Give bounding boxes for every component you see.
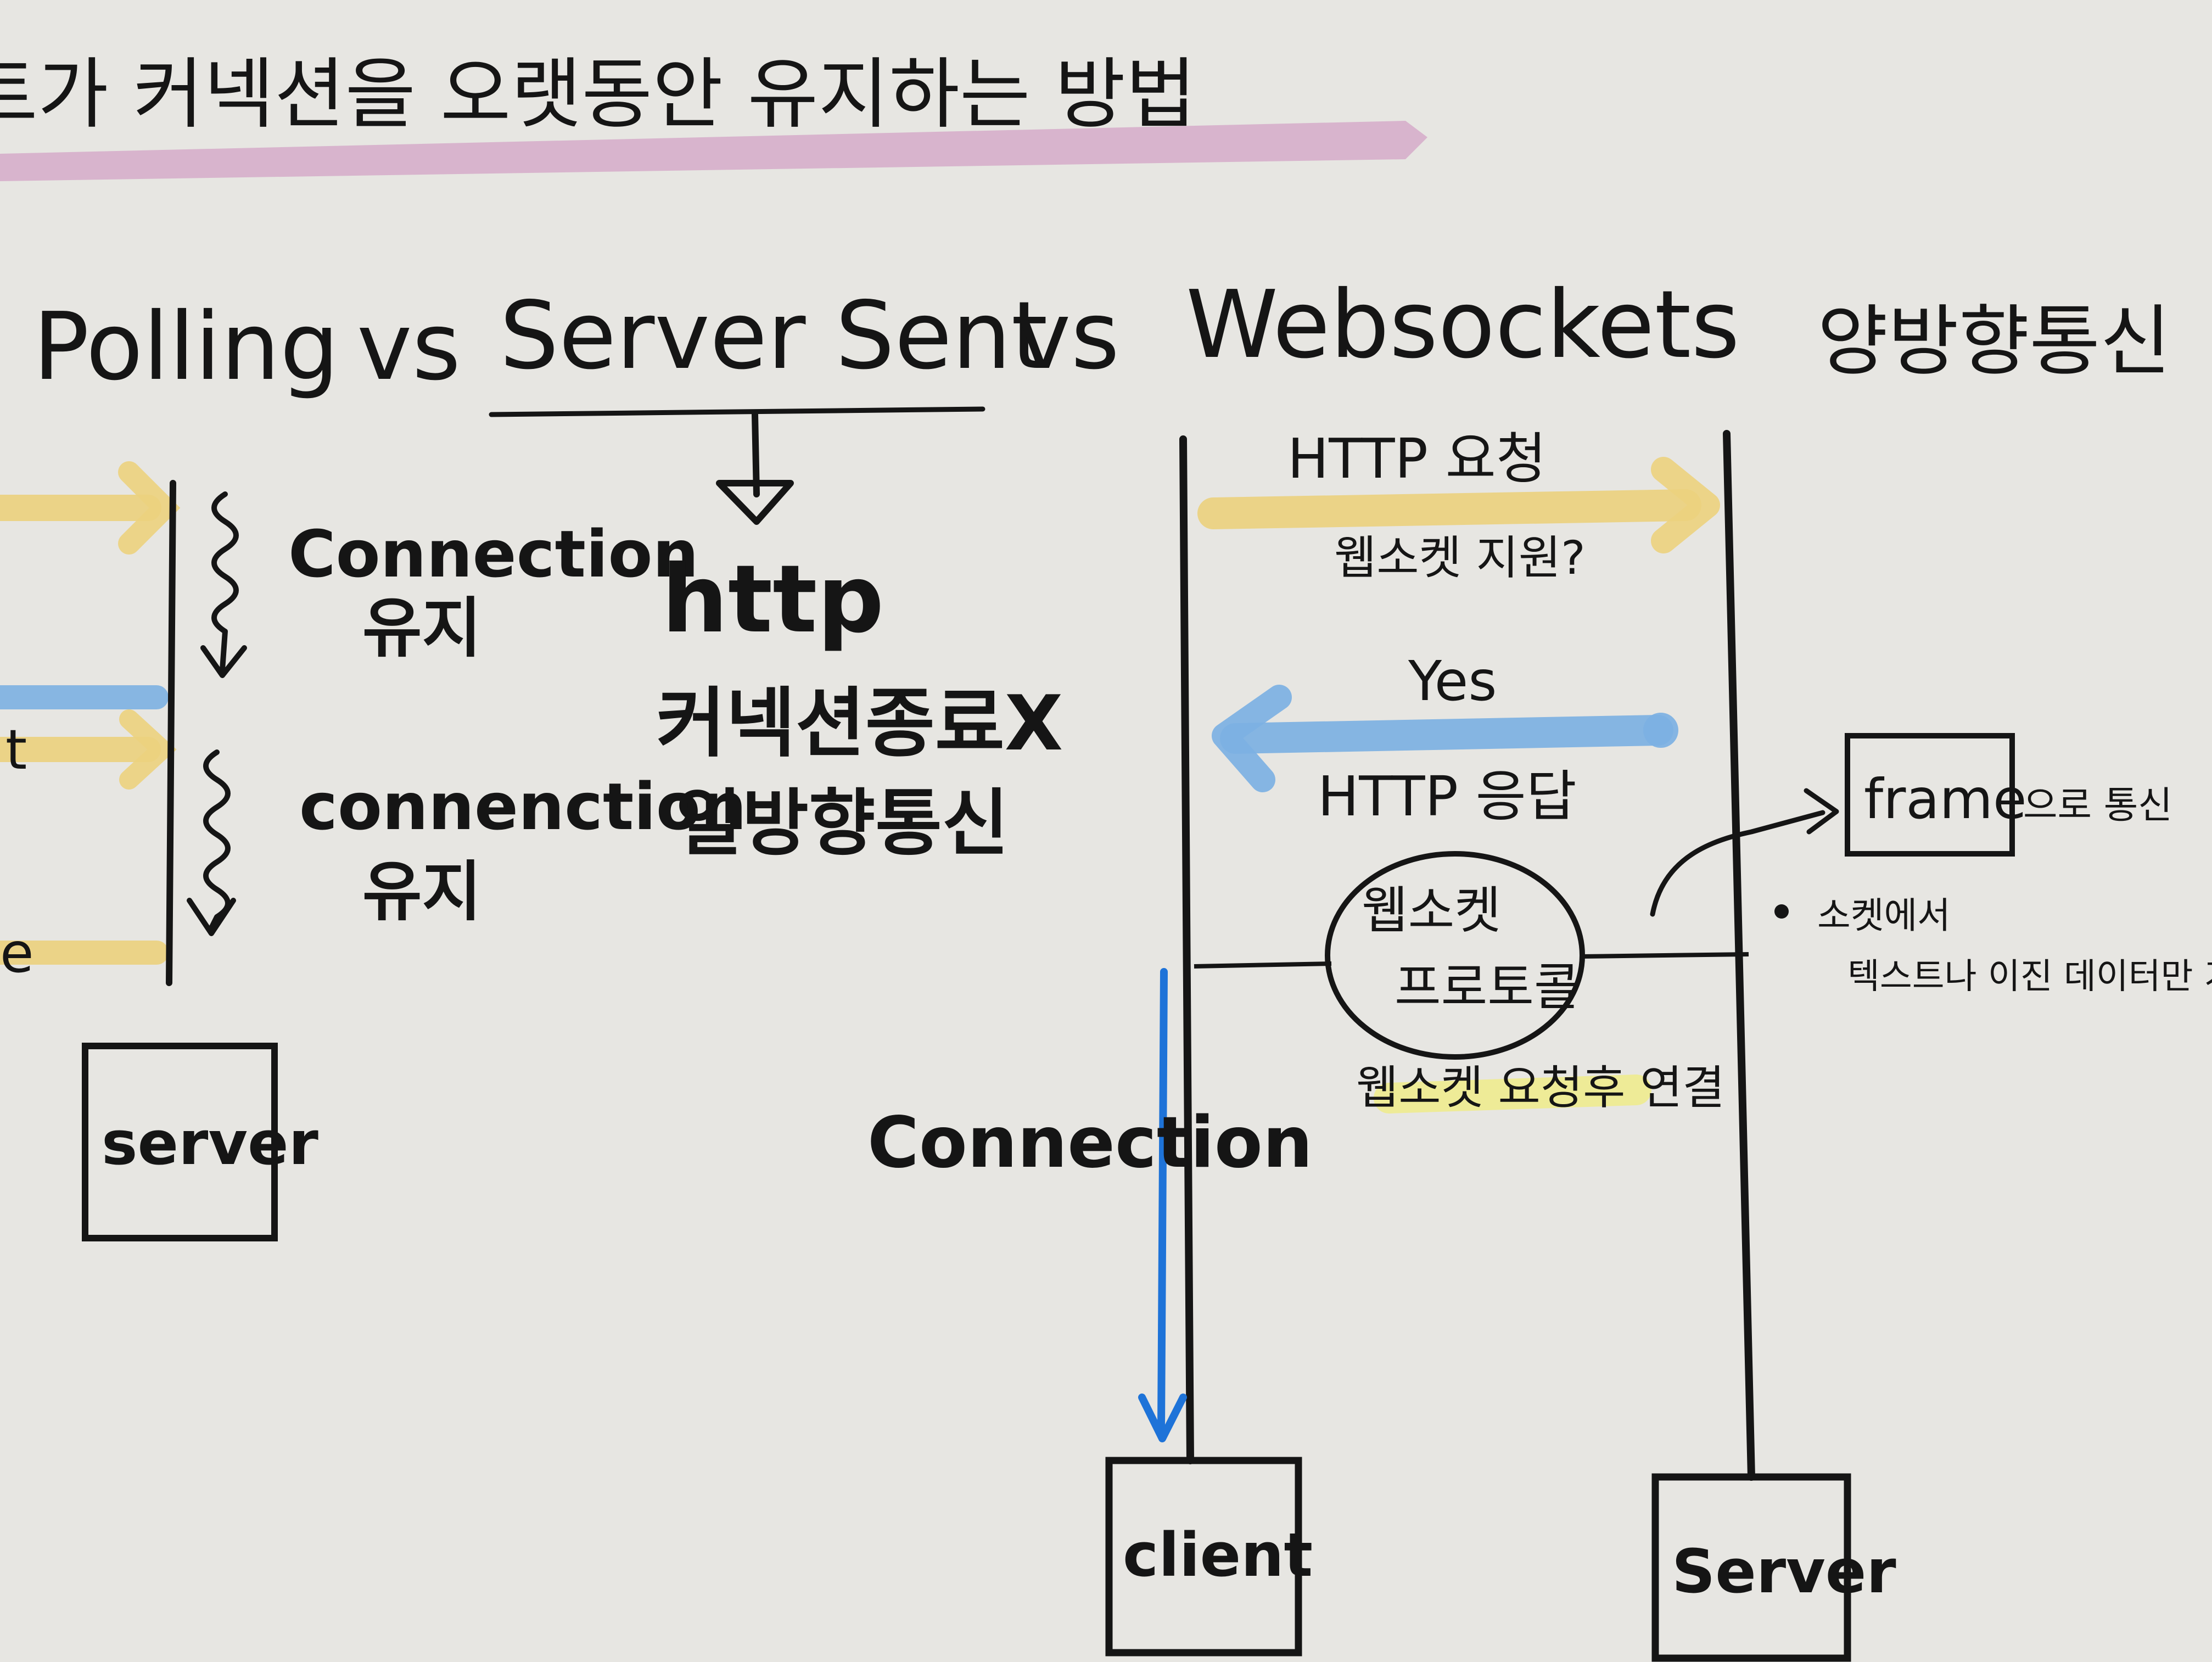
ws-frame-suffix: 으로 통신 — [2023, 784, 2172, 827]
ws-protocol-line-right — [1581, 952, 1749, 959]
polling-request-arrow-2-head — [119, 709, 177, 790]
ws-http-response-label: HTTP 응답 — [1318, 764, 1577, 829]
connection-keep-1-line2: 유지 — [362, 590, 481, 666]
ws-client-lifeline — [1179, 435, 1194, 1464]
ws-after-request-highlight — [1374, 1075, 1651, 1113]
page-title: 트가 커넥션을 오랫동안 유지하는 방법 — [0, 50, 1196, 139]
ws-socket-note-line1: 소켓에서 — [1817, 894, 1951, 937]
polling-edge-label-e: e — [0, 921, 34, 985]
ws-server-box — [1651, 1473, 1851, 1662]
polling-server-lifeline — [166, 480, 176, 986]
heading-polling: Polling — [33, 293, 339, 401]
heading-vs-1: vs — [357, 293, 461, 401]
ws-protocol-circle — [1325, 851, 1585, 1060]
ws-client-box — [1105, 1457, 1302, 1657]
squiggle-arrow-2 — [187, 749, 236, 936]
ws-client-box-label: client — [1123, 1520, 1313, 1590]
heading-websockets: Websockets — [1186, 271, 1740, 379]
ws-protocol-circle-line1: 웹소켓 — [1362, 881, 1501, 940]
ws-http-request-arrow-head — [1651, 457, 1720, 553]
connection-keep-2-line2: 유지 — [362, 854, 481, 930]
ws-support-question: 웹소켓 지원? — [1334, 531, 1586, 585]
title-highlight-stroke — [0, 121, 1427, 181]
polling-server-box-label: server — [102, 1108, 318, 1178]
ws-yes-label: Yes — [1408, 649, 1497, 713]
ws-http-request-label: HTTP 요청 — [1287, 427, 1547, 491]
ws-frame-curved-arrow — [1650, 788, 1839, 917]
ws-server-box-label: Server — [1672, 1536, 1896, 1607]
polling-request-arrow-head — [118, 461, 181, 555]
ws-socket-note-bullet — [1774, 904, 1789, 919]
ws-protocol-circle-line2: 프로토콜 — [1395, 958, 1581, 1017]
ws-after-request-note: 웹소켓 요청후 연결 — [1356, 1061, 1725, 1115]
connection-keep-1-line1: Connection — [288, 516, 699, 592]
ws-socket-note-line2: 텍스트나 이진 데이터만 가능 — [1847, 956, 2212, 997]
polling-server-box — [82, 1043, 278, 1241]
ws-frame-label: frame — [1864, 767, 2027, 831]
heading-bidirectional: 양방향통신 — [1817, 297, 2171, 387]
ws-connection-arrow — [1157, 968, 1168, 1431]
heading-server-sent: Server Sent — [500, 282, 1048, 390]
ws-http-response-arrow — [1220, 715, 1673, 754]
ws-http-response-arrow-head — [1212, 685, 1292, 792]
ws-connection-arrow-head — [1138, 1394, 1187, 1442]
ws-protocol-line-left — [1194, 961, 1332, 969]
server-sent-note-2: 일방향통신 — [675, 781, 1009, 866]
squiggle-arrow-1 — [200, 491, 247, 678]
server-sent-down-arrow — [716, 411, 794, 525]
server-sent-underline — [489, 406, 985, 417]
server-sent-note-1: 커넥션종료X — [656, 679, 1063, 768]
ws-http-request-arrow — [1197, 489, 1701, 529]
heading-vs-2: vs — [1016, 282, 1119, 390]
ws-http-response-arrow-tail — [1643, 713, 1678, 748]
server-sent-protocol: http — [662, 545, 884, 654]
polling-edge-label-t: t — [5, 718, 27, 782]
ws-connection-label: Connection — [867, 1102, 1313, 1184]
ws-frame-box — [1845, 733, 2015, 857]
connection-keep-2-line1: connenction — [299, 769, 747, 844]
